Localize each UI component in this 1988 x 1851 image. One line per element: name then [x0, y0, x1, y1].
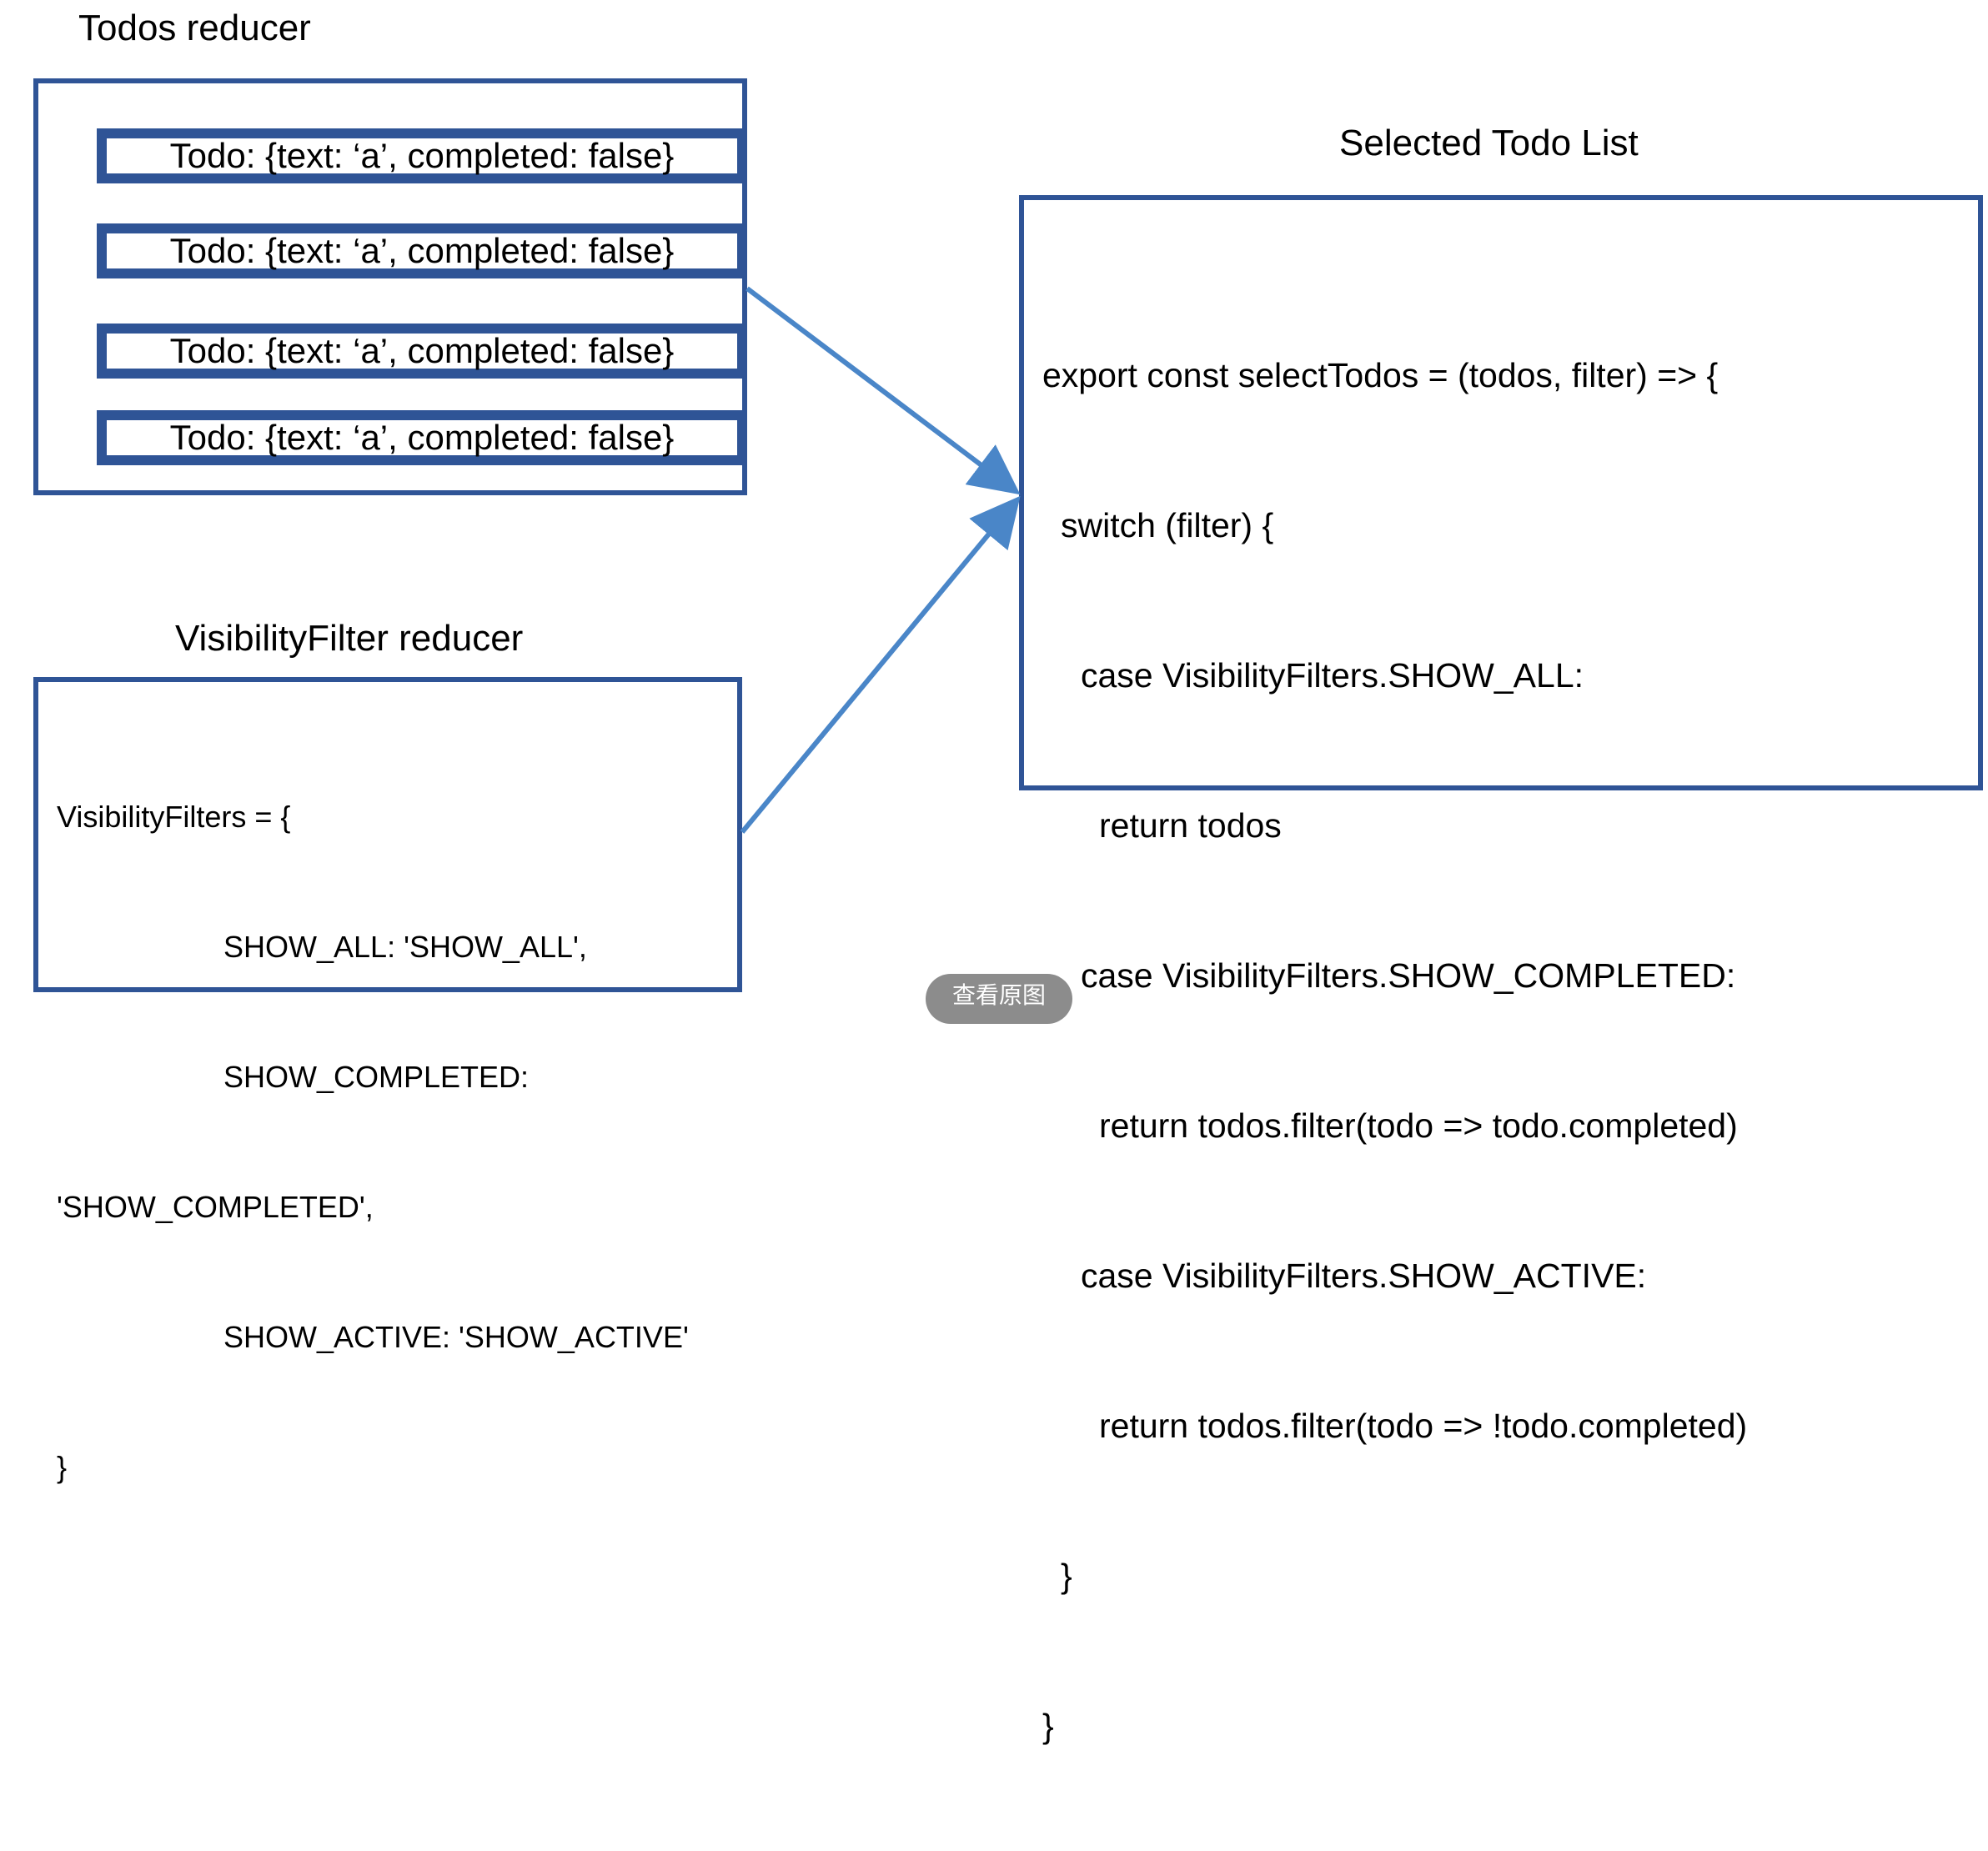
select-todos-code: export const selectTodos = (todos, filte… — [1042, 250, 1747, 1851]
code-line: export const selectTodos = (todos, filte… — [1042, 356, 1719, 394]
code-line: return todos.filter(todo => !todo.comple… — [1099, 1407, 1748, 1445]
todos-reducer-title: Todos reducer — [78, 8, 311, 48]
code-line: case VisibilityFilters.SHOW_ACTIVE: — [1081, 1257, 1647, 1295]
visibility-filter-reducer-title: VisibilityFilter reducer — [175, 618, 524, 659]
code-line: SHOW_COMPLETED: — [223, 1060, 530, 1094]
todo-item: Todo: {text: ‘a’, completed: false} — [97, 223, 747, 278]
arrow-filter-to-selected — [740, 495, 1021, 834]
todo-item: Todo: {text: ‘a’, completed: false} — [97, 324, 747, 379]
view-original-button[interactable]: 查看原图 — [926, 974, 1072, 1024]
code-line: SHOW_ACTIVE: 'SHOW_ACTIVE' — [223, 1320, 689, 1354]
visibility-filters-code: VisibilityFilters = { SHOW_ALL: 'SHOW_AL… — [57, 709, 689, 1576]
code-line: return todos — [1099, 806, 1282, 845]
visibility-filter-box: VisibilityFilters = { SHOW_ALL: 'SHOW_AL… — [33, 677, 742, 1484]
todo-item: Todo: {text: ‘a’, completed: false} — [97, 410, 747, 465]
code-line: } — [1042, 1707, 1054, 1745]
selected-todo-list-box: export const selectTodos = (todos, filte… — [1019, 195, 1983, 1745]
code-line: } — [57, 1450, 68, 1484]
code-line: return todos.filter(todo => todo.complet… — [1099, 1106, 1738, 1145]
arrow-todos-to-selected — [746, 286, 1021, 495]
code-line: 'SHOW_COMPLETED', — [57, 1190, 374, 1224]
code-line: SHOW_ALL: 'SHOW_ALL', — [223, 930, 587, 964]
code-line: switch (filter) { — [1061, 506, 1274, 544]
todos-reducer-box: Todo: {text: ‘a’, completed: false} Todo… — [33, 78, 747, 495]
code-line: case VisibilityFilters.SHOW_ALL: — [1081, 656, 1584, 695]
todo-item: Todo: {text: ‘a’, completed: false} — [97, 128, 747, 183]
code-line: case VisibilityFilters.SHOW_COMPLETED: — [1081, 956, 1736, 995]
code-line: VisibilityFilters = { — [57, 800, 291, 834]
code-line: } — [1061, 1557, 1072, 1595]
selected-todo-list-title: Selected Todo List — [1339, 123, 1639, 163]
